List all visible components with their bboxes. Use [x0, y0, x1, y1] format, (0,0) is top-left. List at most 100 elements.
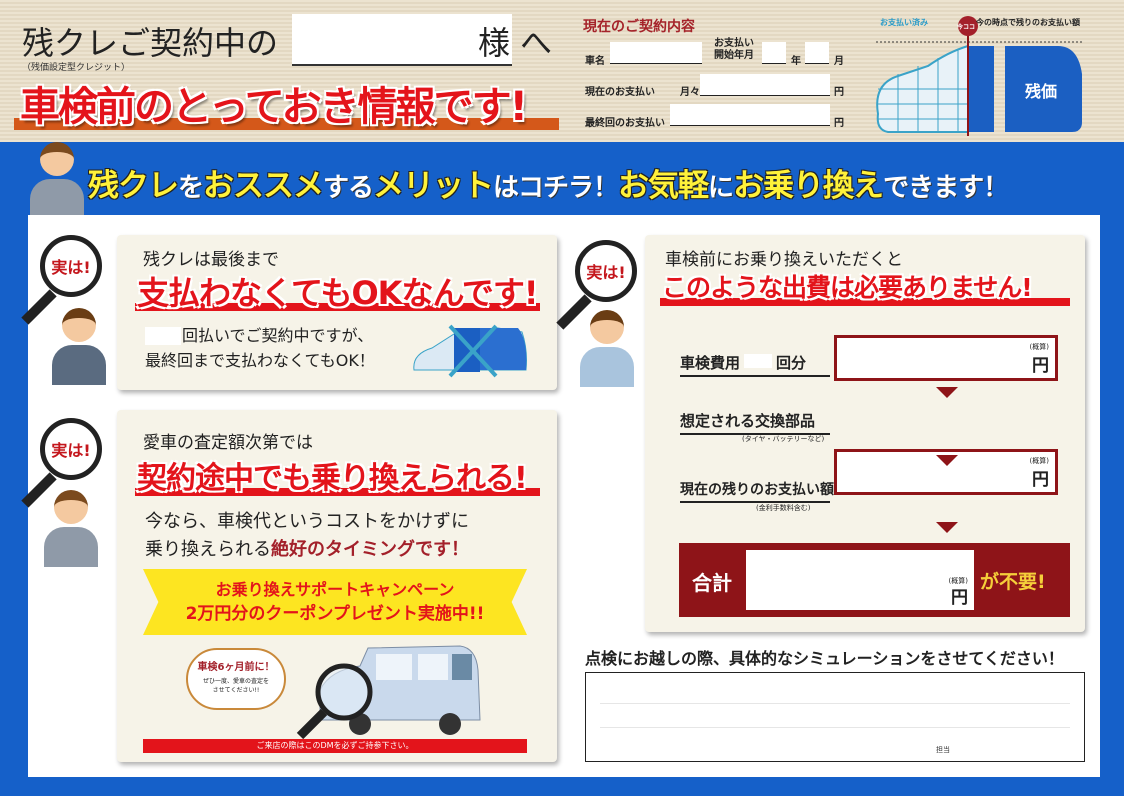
note-line: [600, 727, 1070, 728]
current-payment-field[interactable]: [700, 74, 830, 96]
banner-segment: お気軽: [618, 168, 709, 204]
he-text: へ: [520, 24, 553, 62]
down-arrow-icon: [936, 455, 958, 466]
card1-body-2: 最終回まで支払わなくてもOK！: [145, 351, 375, 370]
note-line: [600, 703, 1070, 704]
current-payment-label: 現在のお支払い: [585, 87, 655, 98]
yen-unit: 円: [1032, 470, 1049, 490]
magnifier-icon: 実は!: [40, 235, 102, 297]
banner-segment: おススメ: [203, 168, 324, 204]
estimate-note: (概算): [1029, 457, 1049, 465]
start-label-2: 開始年月: [714, 50, 754, 61]
badge-1: 実は!: [21, 235, 102, 325]
card1-headline: 支払わなくてもOKなんです!: [137, 274, 538, 312]
magnifier-icon: 実は!: [575, 240, 637, 302]
inspection-count-field[interactable]: [744, 354, 773, 368]
times-suffix: 回分: [776, 354, 807, 372]
final-payment-field[interactable]: [670, 104, 830, 126]
card2-body-2b: 絶好のタイミングです！: [271, 539, 469, 560]
card2-lead: 愛車の査定額次第では: [143, 433, 313, 453]
main-title: 車検前のとっておき情報です!: [20, 84, 528, 130]
total-box[interactable]: (概算) 円: [746, 550, 974, 610]
merits-banner: 残クレをおススメするメリットはコチラ！お気軽にお乗り換えできます！: [88, 160, 1009, 205]
woman-illustration-2: [580, 310, 634, 390]
card1-body-1: 回払いでご契約中ですが、: [182, 326, 374, 345]
card2-headline: 契約途中でも乗り換えられる!: [137, 461, 528, 496]
paid-label: お支払い済み: [880, 18, 928, 27]
simulation-heading: 点検にお越しの際、具体的なシミュレーションをさせてください！: [585, 649, 1064, 668]
card3-headline: このような出費は必要ありません!: [662, 273, 1033, 302]
yen-unit: 円: [1032, 356, 1049, 376]
bubble-line-2: ぜひ一度、愛車の査定を: [202, 678, 269, 685]
salesman-illustration: [30, 142, 84, 222]
headline-bar: [135, 488, 540, 496]
car-name-field[interactable]: [610, 42, 702, 64]
greeting-text: 残クレご契約中の: [22, 24, 279, 62]
headline-bar: [135, 303, 540, 311]
car-magnifier-illustration: [296, 645, 481, 740]
customer-name-field[interactable]: [292, 14, 512, 66]
badge-2: 実は!: [21, 418, 102, 508]
salesman-illustration-2: [44, 490, 98, 570]
magnifier-icon: 実は!: [40, 418, 102, 480]
inspection-cost-label: 車検費用: [680, 354, 741, 372]
row-label: 現在の残りのお支払い額: [680, 479, 834, 503]
yen-1: 円: [834, 87, 844, 98]
car-name-label: 車名: [585, 56, 605, 67]
estimate-note: (概算): [1029, 343, 1049, 351]
installments-field[interactable]: [145, 327, 181, 345]
speech-bubble: 車検6ヶ月前に！ ぜひ一度、愛車の査定を させてください!!: [186, 648, 286, 710]
estimate-note: (概算): [948, 577, 968, 585]
final-payment-label: 最終回のお支払い: [585, 118, 665, 129]
now-label: 今ココ: [957, 24, 976, 31]
parts-note: (タイヤ・バッテリーなど): [742, 435, 825, 443]
bubble-line-3: させてください!!: [212, 687, 260, 694]
banner-segment: する: [323, 173, 374, 203]
sama-text: 様: [478, 24, 511, 62]
residual-block: [1005, 46, 1082, 132]
campaign-ribbon: お乗り換えサポートキャンペーン 2万円分のクーポンプレゼント実施中!!: [143, 569, 527, 635]
down-arrow-icon: [936, 387, 958, 398]
banner-segment: できます！: [883, 173, 1009, 203]
start-year-field[interactable]: [762, 42, 786, 64]
car-crossed-icon: [413, 324, 527, 378]
start-month-field[interactable]: [805, 42, 829, 64]
badge-3: 実は!: [556, 240, 637, 330]
card2-body-2: 乗り換えられる絶好のタイミングです！: [145, 536, 469, 564]
title-underline: [14, 118, 559, 130]
campaign-line-1: お乗り換えサポートキャンペーン: [215, 580, 455, 599]
year-unit: 年: [791, 56, 801, 67]
greeting-sub: （残価設定型クレジット）: [22, 63, 131, 73]
start-label-1: お支払い: [714, 38, 754, 49]
campaign-line-2: 2万円分のクーポンプレゼント実施中!!: [185, 604, 485, 624]
banner-segment: メリット: [373, 168, 494, 204]
bubble-line-1: 車検6ヶ月前に！: [197, 662, 275, 673]
monthly-label: 月々: [680, 87, 700, 98]
payment-diagram: [876, 16, 1082, 136]
inspection-cost-box[interactable]: (概算) 円: [834, 335, 1058, 381]
headline-bar: [660, 298, 1070, 306]
month-unit: 月: [834, 56, 844, 67]
total-label: 合計: [692, 571, 732, 595]
down-arrow-icon: [936, 522, 958, 533]
card2-body-2a: 乗り換えられる: [145, 539, 271, 560]
row-label: 想定される交換部品: [680, 410, 830, 435]
remaining-label: 今の時点で残りのお支払い額: [976, 18, 1080, 27]
contract-heading: 現在のご契約内容: [583, 19, 695, 35]
yen-2: 円: [834, 118, 844, 129]
banner-segment: を: [178, 173, 204, 203]
simulation-notes-box[interactable]: 担当: [585, 672, 1085, 762]
now-marker: [958, 16, 978, 36]
banner-segment: お乗り換え: [733, 168, 884, 204]
start-label: お支払い開始年月: [714, 38, 754, 62]
yen-unit: 円: [951, 588, 968, 608]
banner-segment: 残クレ: [88, 168, 179, 204]
bring-dm-notice: ご来店の際はこのDMを必ずご持参下さい。: [143, 739, 527, 753]
banner-segment: に: [708, 173, 734, 203]
paid-recent-block: [968, 46, 994, 132]
paid-grid: [878, 50, 968, 132]
remaining-note: (金利手数料含む): [756, 504, 811, 512]
card3-lead: 車検前にお乗り換えいただくと: [665, 250, 903, 270]
residual-label: 残価: [1025, 82, 1058, 101]
staff-label: 担当: [936, 746, 950, 754]
